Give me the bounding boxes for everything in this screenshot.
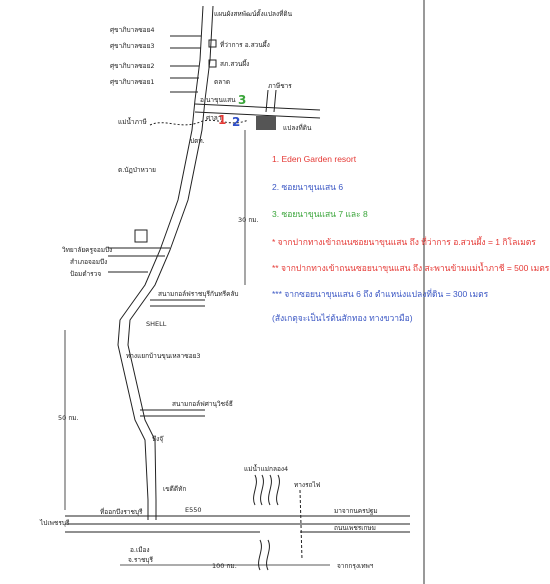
police-box-label: ป้อมตำรวจ: [70, 270, 101, 278]
legend-note-1: * จากปากทางเข้าถนนซอยนาขุนแสน ถึง ที่ว่า…: [272, 237, 536, 247]
highway: [65, 515, 410, 533]
sala-label: ศาลา: [206, 114, 222, 122]
junction-label: ทางแยกบ้านขุนเหลาซอย3: [126, 352, 201, 360]
from-nakhon-pathom-label: มาจากนครปฐม: [334, 507, 378, 515]
maeklong-river: [253, 474, 280, 571]
from-bangkok-label: จากกรุงเทพฯ: [337, 562, 374, 570]
district-office-box: [208, 39, 217, 48]
district-label: สำเภอจอมบึง: [70, 258, 107, 266]
nakhunsaen-road: [194, 89, 321, 119]
phasi-river-label: แม่น้ำภาษี: [118, 117, 148, 126]
land-plot: [256, 116, 276, 130]
golf-club-label: สนามกอล์ฟราชบุรีกันทรีคลับ: [158, 290, 239, 298]
phasichan-label: ภาษีชาร: [268, 82, 292, 90]
bua-pa-wai-label: ต.บัฏป่าหวาย: [118, 166, 156, 174]
road-code: E550: [185, 506, 202, 514]
distance-30km: 30 กม.: [238, 216, 259, 224]
legend-item-1: 1. Eden Garden resort: [272, 154, 357, 164]
river: [149, 119, 249, 126]
shell-label: SHELL: [146, 320, 167, 328]
market-label: ตลาด: [214, 78, 230, 86]
bueng-label: บึงจุ๊: [152, 435, 164, 443]
soi-branches: [170, 35, 201, 93]
distance-100km: 100 กม.: [212, 562, 237, 570]
college-label: วิทยาลัยครูจอมบึง: [62, 246, 113, 254]
railway-label: ทางรถไฟ: [294, 481, 321, 489]
district-office-label: ที่ว่าการ อ.สวนผึ้ง: [220, 40, 270, 49]
soi1-label: ศุขาภิบาลซอย1: [110, 78, 155, 86]
legend-item-2: 2. ซอยนาขุนแสน 6: [272, 182, 344, 192]
legend-note-2: ** จากปากทางเข้าถนนซอยนาขุนแสน ถึง สะพาน…: [272, 263, 550, 273]
police-station-label: สภ.สวนผึ้ง: [220, 59, 249, 68]
khet-label: เขตีดีทัก: [163, 485, 186, 493]
main-road: [117, 5, 214, 520]
distance-arrows: [64, 130, 330, 566]
golf-roads: [140, 299, 205, 417]
marker-2: 2: [232, 115, 240, 129]
distance-50km: 50 กม.: [58, 414, 79, 422]
marker-3: 3: [238, 93, 246, 107]
mueang-label: อ.เมือง: [130, 546, 150, 554]
ratchaburi-label: จ.ราชบุรี: [128, 556, 154, 564]
soi4-label: ศุขาภิบาลซอย4: [110, 26, 155, 34]
phetkasem-road-label: ถนนเพชรเกษม: [334, 524, 376, 532]
legend-item-3: 3. ซอยนาขุนแสน 7 และ 8: [272, 209, 368, 219]
legend-note-3: *** จากซอยนาขุนแสน 6 ถึง ตำแหน่งแปลงที่ด…: [272, 289, 489, 299]
to-phetchaburi-label: ไปเพชรบุรี: [39, 519, 70, 527]
railway: [299, 489, 303, 561]
legend-note-4: (สังเกตุจะเป็นไร่ต้นสักทอง ทางขวามือ): [272, 313, 413, 323]
soi3-label: ศุขาภิบาลซอย3: [110, 42, 155, 50]
soi2-label: ศุขาภิบาลซอย2: [110, 62, 155, 70]
college-roads: [108, 229, 170, 273]
police-station-box: [208, 59, 217, 68]
golf-course-label: สนามกอล์ฟศานุวิชจ์ธี: [172, 400, 233, 408]
map-title: แผนผังสหพัฒน์ตั้งแปลงที่ดิน: [214, 9, 293, 18]
nakhunsaen-label: อ.นาขุนแสน: [200, 96, 236, 104]
maeklong-label: แม่น้ำแม่กลอง4: [244, 464, 288, 473]
ptt-label: ปตท.: [190, 137, 205, 145]
marker-1: 1: [218, 113, 226, 127]
bueng-exit-label: ที่ออกบึงราชบุรี: [100, 507, 143, 516]
land-plot-label: แปลงที่ดิน: [283, 123, 312, 132]
